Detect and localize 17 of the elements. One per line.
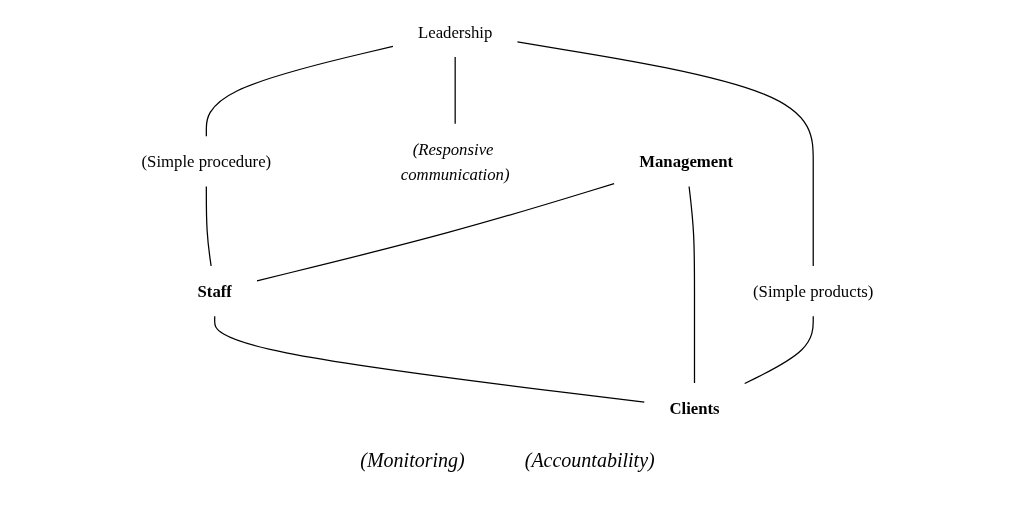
connector bbox=[744, 315, 814, 385]
connector bbox=[256, 182, 615, 282]
connector bbox=[205, 185, 212, 267]
note-text: (Monitoring) bbox=[360, 449, 465, 472]
connector bbox=[688, 185, 696, 384]
node-text: Staff bbox=[197, 281, 232, 301]
connector bbox=[454, 56, 456, 125]
node-text: (Simple procedure) bbox=[141, 152, 272, 171]
node-text: (Responsive communication) bbox=[400, 139, 510, 184]
node-text: (Simple products) bbox=[753, 281, 874, 301]
note-text: (Accountability) bbox=[524, 449, 655, 472]
node-text: Clients bbox=[669, 399, 720, 418]
connector bbox=[516, 41, 814, 267]
node-text: Management bbox=[639, 152, 734, 171]
connector bbox=[214, 315, 645, 403]
connector bbox=[205, 45, 394, 137]
node-text: Leadership bbox=[418, 22, 493, 41]
